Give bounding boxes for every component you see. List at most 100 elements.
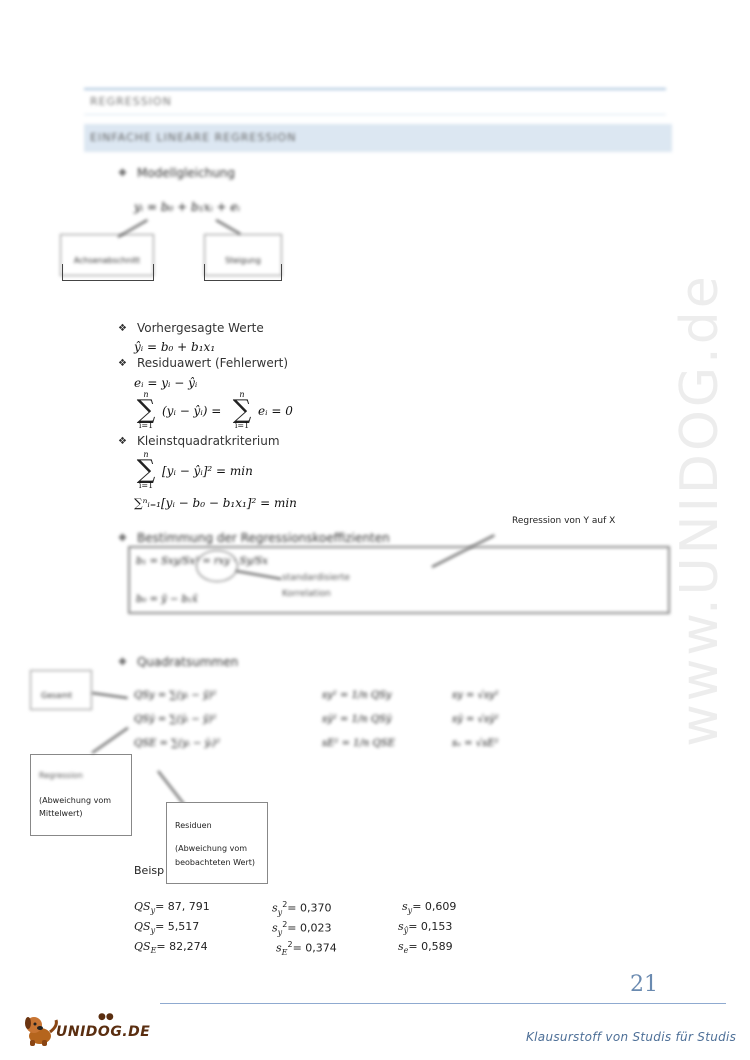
var-symbol: s <box>272 921 278 935</box>
sums-row-1-var: sy² = 1/n QSy <box>322 690 392 701</box>
example-row-2-sd: sŷ= 0,153 <box>398 920 452 935</box>
section-header: REGRESSION <box>84 88 666 115</box>
section-subheader: EINFACHE LINEARE REGRESSION <box>84 124 672 152</box>
regression-box: Regression (Abweichung vom Mittelwert) <box>30 754 132 836</box>
example-row-2-var: sy2= 0,023 <box>272 920 332 937</box>
var-exponent: 2 <box>287 940 293 949</box>
least-squares-formula1: [yᵢ − ŷᵢ]² = min <box>162 464 253 478</box>
var-value: = 0,023 <box>287 921 332 935</box>
qs-value: = 87, 791 <box>155 900 210 913</box>
var-value: = 0,374 <box>292 941 337 955</box>
qs-symbol: QS <box>134 940 151 953</box>
total-label: Gesamt <box>41 691 73 700</box>
unidog-logo: UNIDOG.DE ●● <box>22 1012 152 1048</box>
residual-sum-arrow <box>157 770 185 805</box>
sums-row-3-sd: sₑ = √sE² <box>452 738 499 749</box>
sd-value: = 0,609 <box>412 900 457 913</box>
sd-subscript: e <box>403 946 409 956</box>
slope-label: Steigung <box>225 256 261 265</box>
sd-symbol: s <box>402 900 408 913</box>
residuals-label: Residuen <box>175 821 212 830</box>
predicted-bullet: Vorhergesagte Werte <box>118 321 264 335</box>
qs-subscript: E <box>150 946 157 956</box>
dog-icon <box>25 1017 58 1046</box>
residual-formula: eᵢ = yᵢ − ŷᵢ <box>134 376 198 390</box>
qs-value: = 82,274 <box>156 940 208 953</box>
sd-subscript: ŷ <box>403 926 409 936</box>
sum-sign: ∑ <box>232 395 252 425</box>
example-row-3-sd: se= 0,589 <box>398 940 453 955</box>
example-row-1-sd: sy= 0,609 <box>402 900 456 915</box>
slope-box: Steigung <box>204 234 282 276</box>
sums-row-3-var: sE² = 1/n QSE <box>322 738 395 749</box>
residual-sum-result: eᵢ = 0 <box>258 404 293 418</box>
regression-sum-arrow <box>91 726 129 754</box>
residuals-box: Residuen (Abweichung vom beobachteten We… <box>166 802 268 884</box>
sum-upper-limit: n <box>143 390 149 399</box>
logo-text: UNIDOG.DE <box>56 1024 151 1040</box>
sum-upper-limit: n <box>239 390 245 399</box>
sums-row-2-qs: QSŷ = ∑(ŷᵢ − ȳ)² <box>134 714 217 725</box>
least-squares-formula2: ∑ⁿᵢ₌₁[yᵢ − b₀ − b₁x₁]² = min <box>134 496 297 510</box>
var-exponent: 2 <box>282 900 288 909</box>
sums-bullet: Quadratsummen <box>118 655 238 669</box>
intercept-box: Achsenabschnitt <box>60 234 154 276</box>
sum-lower-limit: i=1 <box>138 481 154 490</box>
example-row-1-var: sy2= 0,370 <box>272 900 332 917</box>
sum-upper-limit: n <box>143 450 149 459</box>
sum-lower-limit: i=1 <box>234 421 250 430</box>
example-row-3-qs: QSE= 82,274 <box>134 940 208 955</box>
watermark-text: www.UNIDOG.de <box>670 273 730 747</box>
correlation-circle <box>196 550 238 582</box>
residuals-note: (Abweichung vom beobachteten Wert) <box>175 844 255 867</box>
example-row-1-qs: QSy= 87, 791 <box>134 900 210 915</box>
var-symbol: s <box>276 941 282 955</box>
sum-sign: ∑ <box>136 455 156 485</box>
qs-symbol: QS <box>134 920 151 933</box>
predicted-formula: ŷᵢ = b₀ + b₁x₁ <box>134 340 216 354</box>
page-number: 21 <box>630 972 658 997</box>
total-arrow <box>91 692 128 700</box>
least-squares-bullet: Kleinstquadratkriterium <box>118 434 280 448</box>
slope-bracket <box>204 264 282 281</box>
regression-note: (Abweichung vom Mittelwert) <box>39 796 112 818</box>
sd-symbol: s <box>398 940 404 953</box>
slope-arrow <box>215 219 241 235</box>
residual-sum-left: n ∑ i=1 <box>134 390 158 430</box>
var-exponent: 2 <box>282 920 288 929</box>
sd-value: = 0,589 <box>408 940 453 953</box>
watermark: www.UNIDOG.de <box>660 273 740 746</box>
paw-icon: ●● <box>98 1012 114 1022</box>
residual-bullet: Residuawert (Fehlerwert) <box>118 356 288 370</box>
var-subscript: E <box>281 947 288 957</box>
example-row-2-qs: QSy= 5,517 <box>134 920 199 935</box>
coefficients-bullet: Bestimmung der Regressionskoeffizienten <box>118 531 390 545</box>
var-subscript: y <box>277 907 283 917</box>
intercept-bracket <box>62 264 154 281</box>
regression-annotation: Regression von Y auf X <box>512 516 616 526</box>
correlation-label: standardisierte Korrelation <box>282 573 350 599</box>
coefficient-b0: b₀ = ȳ − b₁x̄ <box>136 594 198 605</box>
sum-sign: ∑ <box>136 395 156 425</box>
footer-tagline: Klausurstoff von Studis für Studis <box>526 1030 737 1044</box>
sd-value: = 0,153 <box>408 920 453 933</box>
var-value: = 0,370 <box>287 901 332 915</box>
residual-sum-right: n ∑ i=1 <box>230 390 254 430</box>
coefficients-box <box>128 546 670 614</box>
least-squares-sum: n ∑ i=1 <box>134 450 158 490</box>
model-equation: yᵢ = b₀ + b₁xᵢ + eᵢ <box>134 200 240 214</box>
sums-row-1-sd: sy = √sy² <box>452 690 499 701</box>
sd-subscript: y <box>407 906 413 916</box>
sums-row-2-var: sŷ² = 1/n QSŷ <box>322 714 392 725</box>
var-symbol: s <box>272 901 278 915</box>
sum-lower-limit: i=1 <box>138 421 154 430</box>
footer-divider <box>160 1003 726 1004</box>
qs-value: = 5,517 <box>155 920 200 933</box>
example-row-3-var: sE2= 0,374 <box>276 940 337 957</box>
var-subscript: y <box>277 927 283 937</box>
sd-symbol: s <box>398 920 404 933</box>
intercept-label: Achsenabschnitt <box>73 256 141 265</box>
qs-subscript: y <box>150 906 156 916</box>
qs-symbol: QS <box>134 900 151 913</box>
regression-label: Regression <box>39 771 83 780</box>
